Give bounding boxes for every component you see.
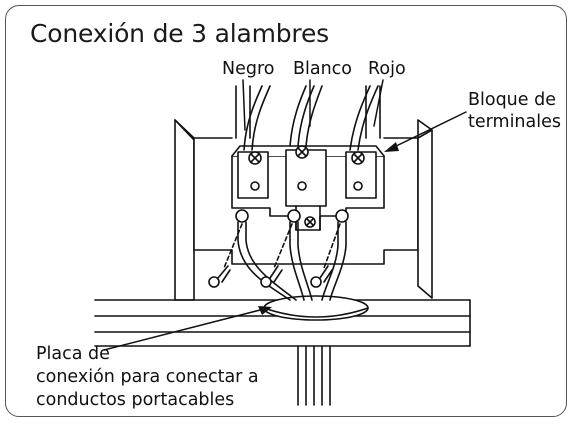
leader-arrowheads [258, 142, 399, 315]
label-bloque-line2: terminales [468, 112, 561, 132]
conduit-cable [297, 345, 331, 406]
leader-lines [103, 79, 467, 351]
page-title: Conexión de 3 alambres [30, 19, 329, 48]
label-bloque-line1: Bloque de [468, 90, 556, 110]
label-blanco: Blanco [293, 59, 353, 79]
lead-wires [243, 85, 379, 151]
label-negro: Negro [222, 59, 275, 79]
label-placa-line3: conductos portacables [36, 390, 235, 410]
label-rojo: Rojo [368, 59, 406, 79]
label-placa-line1: Placa de [36, 344, 110, 364]
label-placa-conexion: Placa de conexión para conectar a conduc… [36, 343, 259, 412]
supply-wires [208, 209, 349, 301]
label-placa-line2: conexión para conectar a [36, 367, 259, 387]
label-bloque-terminales: Bloque de terminales [468, 89, 561, 133]
